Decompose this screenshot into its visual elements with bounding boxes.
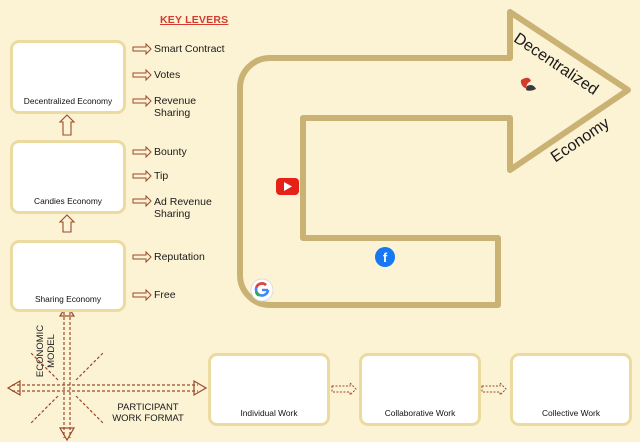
horizontal-axis-arrowtail	[6, 379, 21, 397]
vertical-axis	[63, 312, 71, 438]
work-box-individual: Individual Work	[208, 353, 330, 426]
work-label-collaborative: Collaborative Work	[384, 408, 456, 418]
facebook-logo-icon: f	[375, 247, 395, 267]
model-box-sharing: Sharing Economy	[10, 240, 126, 312]
model-label-decentralized: Decentralized Economy	[23, 96, 113, 106]
work-box-collective: Collective Work	[510, 353, 632, 426]
work-label-collective: Collective Work	[541, 408, 601, 418]
economic-model-label: ECONOMIC MODEL	[35, 324, 57, 378]
lever-reputation: Reputation	[154, 251, 205, 263]
lever-revenue-sharing: Revenue Sharing	[154, 95, 197, 119]
svg-text:f: f	[383, 250, 388, 265]
lever-bounty: Bounty	[154, 146, 187, 158]
vertical-axis-arrowtail	[58, 427, 76, 442]
model-connectors	[58, 114, 76, 233]
work-format-connectors	[331, 381, 507, 397]
model-label-candies: Candies Economy	[34, 196, 102, 206]
work-box-collaborative: Collaborative Work	[359, 353, 481, 426]
lever-ad-revenue-sharing: Ad Revenue Sharing	[154, 196, 212, 220]
lever-arrows	[132, 42, 152, 302]
participant-work-format-label: PARTICIPANT WORK FORMAT	[112, 402, 184, 424]
youtube-logo-icon	[276, 178, 299, 195]
lever-votes: Votes	[154, 69, 181, 81]
model-box-candies: Candies Economy	[10, 140, 126, 214]
model-box-decentralized: Decentralized Economy	[10, 40, 126, 114]
model-label-sharing: Sharing Economy	[34, 294, 102, 304]
horizontal-axis-arrowhead	[193, 379, 208, 397]
big-arrow-outline	[237, 9, 631, 308]
diagonal-arrows	[29, 351, 105, 425]
lever-smart-contract: Smart Contract	[154, 43, 225, 55]
work-label-individual: Individual Work	[240, 408, 298, 418]
key-levers-title: KEY LEVERS	[160, 14, 229, 26]
lever-free: Free	[154, 289, 176, 301]
steem-logo-icon	[520, 77, 536, 91]
horizontal-axis	[12, 384, 198, 392]
google-logo-icon	[250, 278, 274, 302]
lever-tip: Tip	[154, 170, 169, 182]
